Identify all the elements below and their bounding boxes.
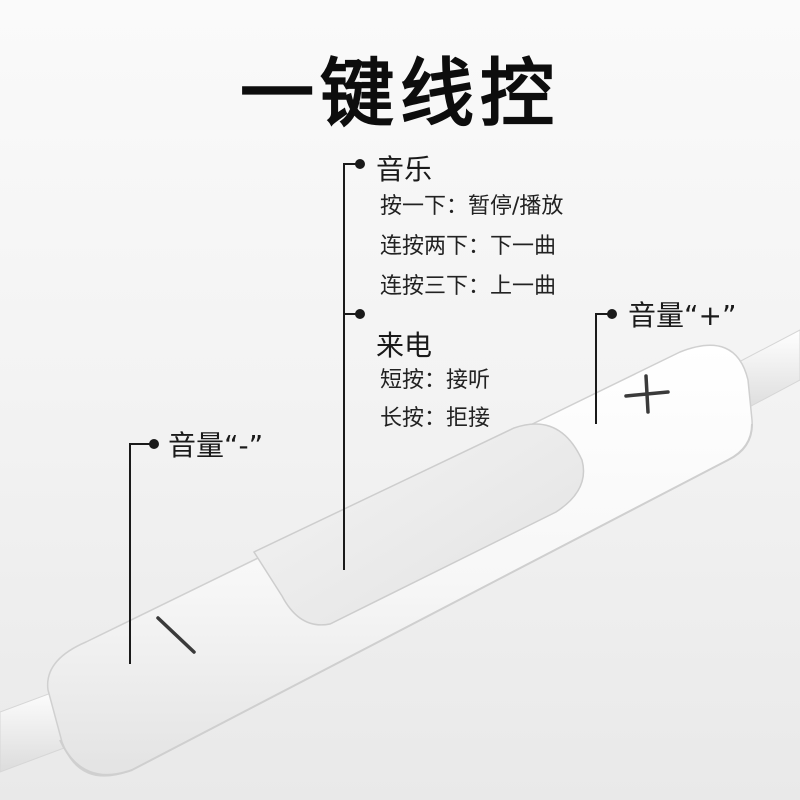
music-heading: 音乐 (376, 153, 433, 186)
call-action-1: 短按：接听 (380, 368, 491, 393)
music-action-1: 按一下：暂停/播放 (380, 194, 564, 219)
minus-icon (156, 616, 196, 654)
music-action-3: 连按三下：上一曲 (380, 274, 557, 299)
call-action-2: 长按：拒接 (380, 406, 491, 431)
music-action-2: 连按两下：下一曲 (380, 234, 557, 259)
page-title: 一键线控 (240, 51, 560, 137)
call-heading: 来电 (376, 329, 433, 362)
plus-icon (624, 374, 670, 414)
volume-plus-label: 音量“+” (628, 299, 737, 332)
callout-volume-plus (595, 309, 617, 424)
volume-minus-label: 音量“-” (168, 429, 264, 462)
callout-volume-minus (129, 439, 159, 664)
center-button-panel (252, 423, 585, 626)
callout-music-call (343, 159, 365, 570)
remote-bottom-edge (59, 423, 753, 776)
